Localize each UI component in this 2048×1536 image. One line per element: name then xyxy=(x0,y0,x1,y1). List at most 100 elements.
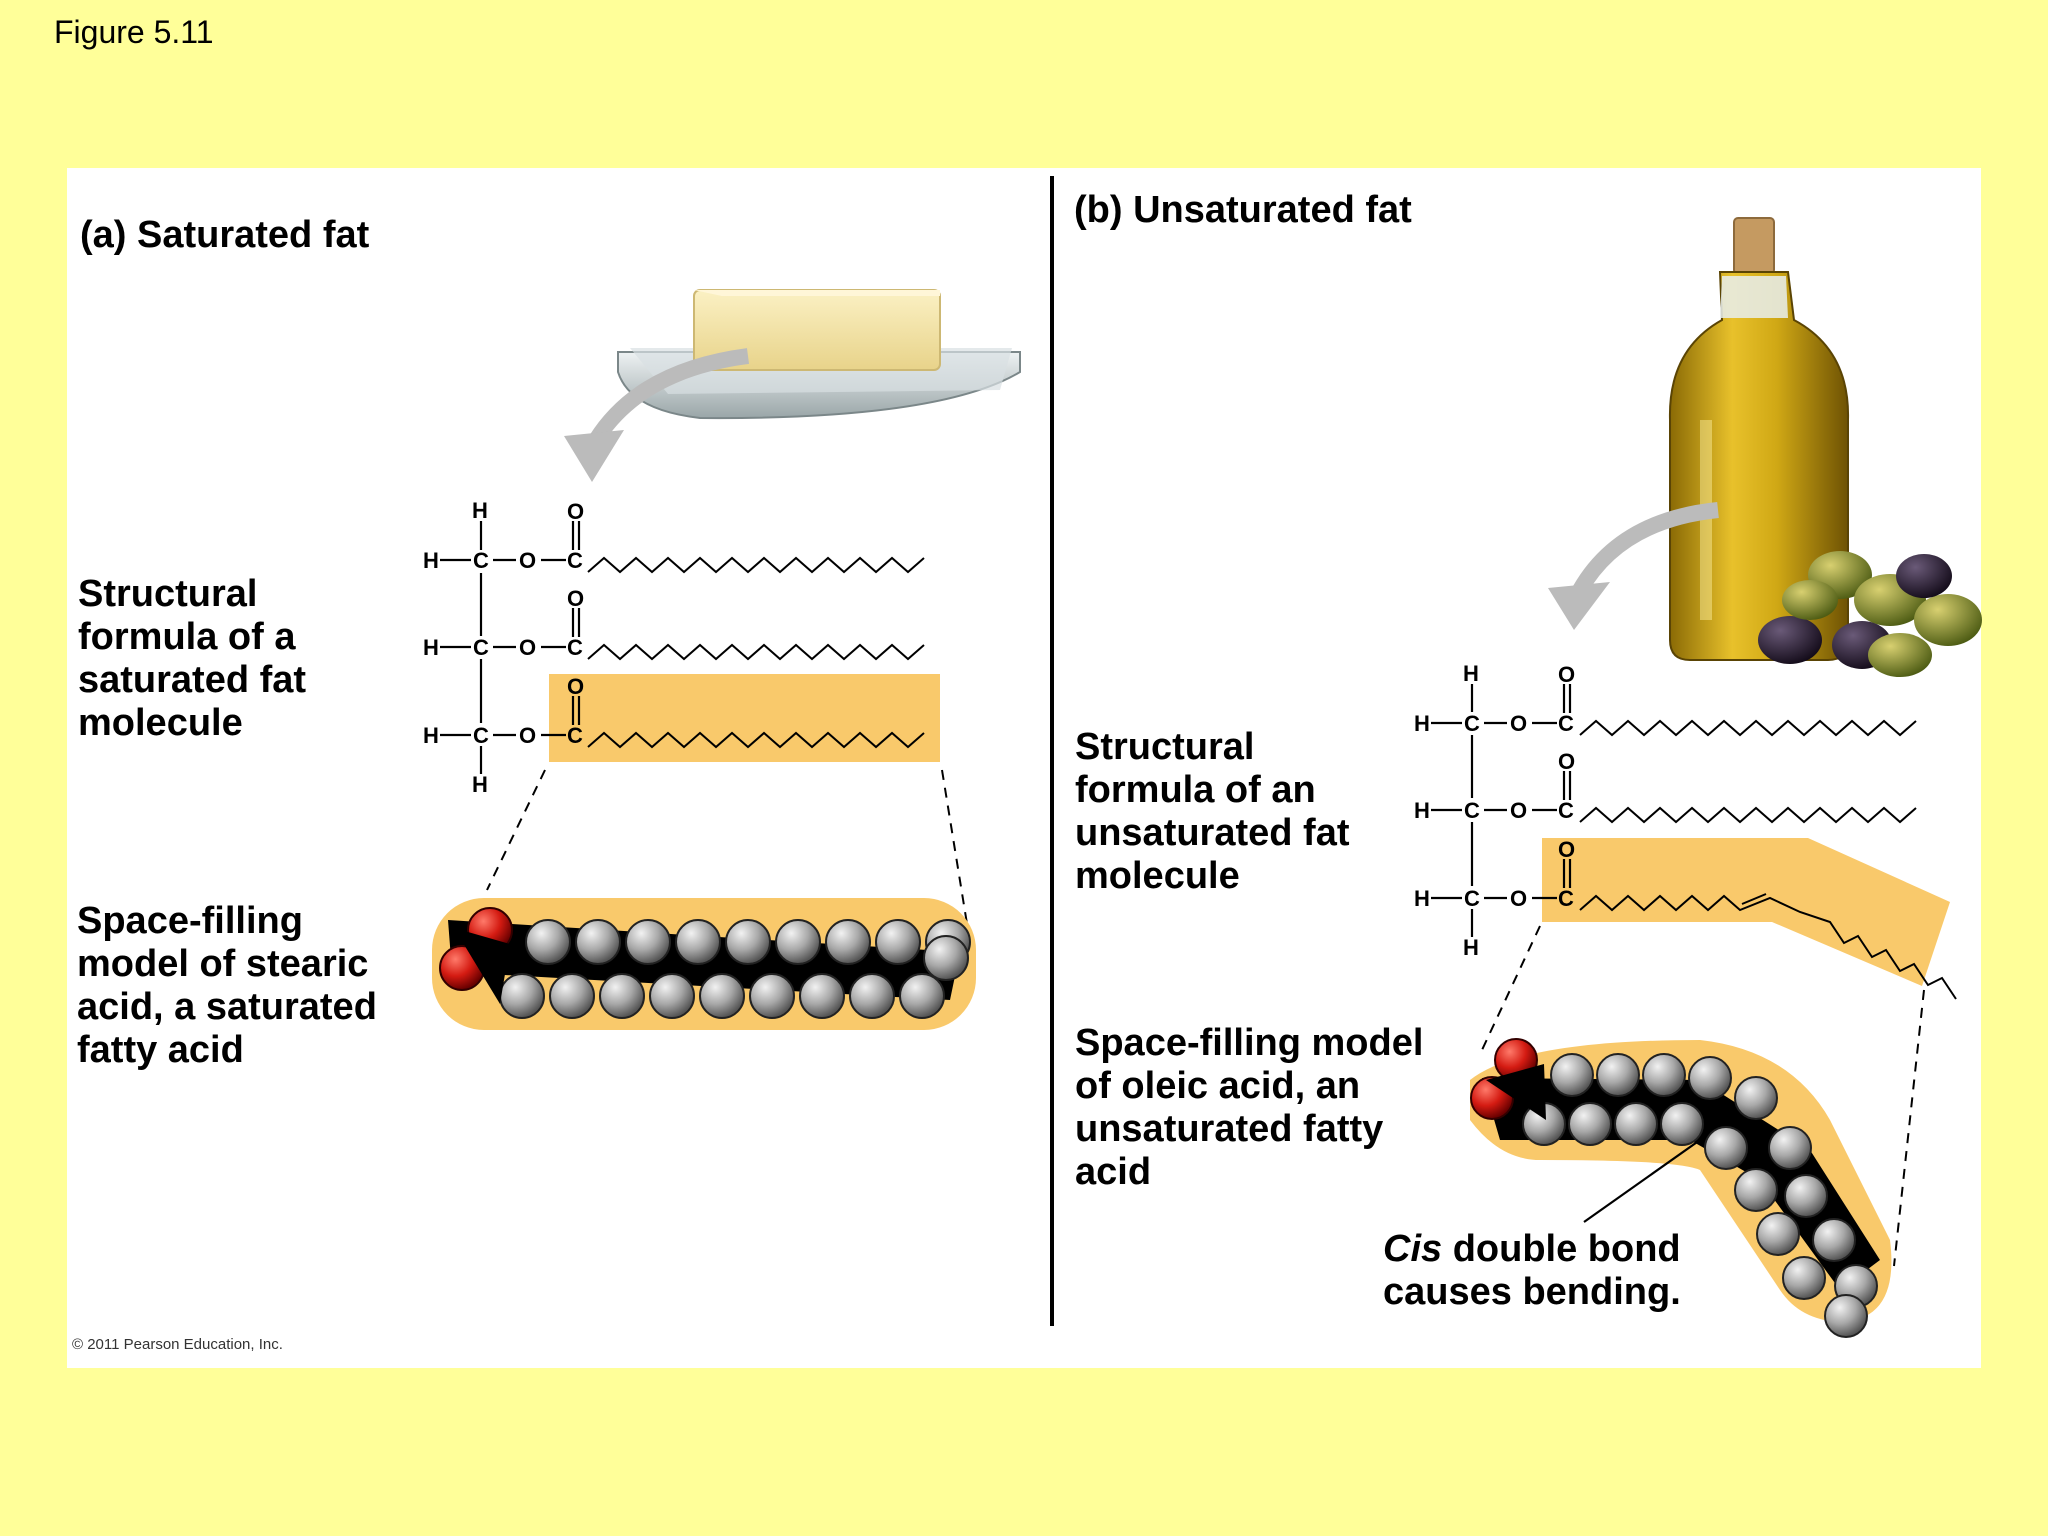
svg-text:O: O xyxy=(519,548,536,573)
carbon-atom xyxy=(575,919,621,965)
structural-label-a: Structural formula of a saturated fat mo… xyxy=(78,573,306,745)
structural-label-b-line: molecule xyxy=(1075,855,1240,897)
hydrocarbon-chains-b xyxy=(1579,719,1957,1000)
butter-dish-image xyxy=(617,289,1021,420)
svg-text:O: O xyxy=(1510,711,1527,736)
svg-text:C: C xyxy=(1558,711,1574,736)
carbon-atom xyxy=(1784,1174,1828,1218)
atom-labels-b: H H C O C O H C O C O H C O C O H xyxy=(1414,661,1575,960)
svg-text:H: H xyxy=(1463,661,1479,686)
svg-text:C: C xyxy=(1558,886,1574,911)
glycerol-backbone-b xyxy=(1431,684,1572,937)
svg-text:H: H xyxy=(423,548,439,573)
carbon-atom xyxy=(1550,1053,1594,1097)
carbon-atom xyxy=(849,973,895,1019)
cis-rest: double bond xyxy=(1442,1228,1681,1270)
svg-text:H: H xyxy=(472,772,488,797)
svg-text:O: O xyxy=(1558,662,1575,687)
fatty-acid-chain xyxy=(587,556,925,574)
structural-label-a-line: saturated fat xyxy=(78,659,307,701)
carbon-atom xyxy=(625,919,671,965)
svg-text:C: C xyxy=(473,548,489,573)
svg-text:C: C xyxy=(1464,886,1480,911)
glycerol-backbone-a xyxy=(440,521,581,774)
carbon-atom xyxy=(1704,1126,1748,1170)
fatty-acid-chain xyxy=(1579,719,1917,737)
carbon-atom xyxy=(875,919,921,965)
carbon-atom xyxy=(1568,1102,1612,1146)
carbon-atom xyxy=(1614,1102,1658,1146)
svg-text:C: C xyxy=(567,635,583,660)
svg-text:H: H xyxy=(1414,886,1430,911)
carbon-atom xyxy=(1824,1294,1868,1338)
fatty-acid-chain xyxy=(1579,806,1917,824)
carbon-atom xyxy=(549,973,595,1019)
spacefill-label-a-line: acid, a saturated xyxy=(77,986,377,1028)
fatty-acid-chain xyxy=(587,731,925,749)
carbon-atom xyxy=(1782,1256,1826,1300)
structural-label-a-line: formula of a xyxy=(78,616,296,658)
svg-text:C: C xyxy=(473,723,489,748)
carbon-atom xyxy=(1734,1076,1778,1120)
zoom-guides-a xyxy=(486,769,969,931)
svg-text:O: O xyxy=(1510,886,1527,911)
olive-oil-bottle-image xyxy=(1668,217,1850,661)
svg-text:O: O xyxy=(519,635,536,660)
kinked-fatty-acid-chain xyxy=(1579,894,1957,1000)
svg-text:O: O xyxy=(1510,798,1527,823)
spacefill-label-a-line: Space-filling xyxy=(77,900,303,942)
carbon-atom xyxy=(1596,1053,1640,1097)
carbon-atom xyxy=(725,919,771,965)
cis-note-line1: Cis double bond xyxy=(1383,1228,1681,1271)
svg-text:O: O xyxy=(567,499,584,524)
svg-text:C: C xyxy=(567,548,583,573)
cis-italic: Cis xyxy=(1383,1228,1443,1270)
panel-a-title: (a) Saturated fat xyxy=(80,214,370,256)
spacefill-label-b: Space-filling model of oleic acid, an un… xyxy=(1075,1022,1423,1194)
carbon-atom xyxy=(899,973,945,1019)
carbon-atom xyxy=(1660,1102,1704,1146)
carbon-atom xyxy=(749,973,795,1019)
atom-labels-a: H H C O C O H C O C O H C O C O H xyxy=(423,498,584,797)
spacefill-label-b-line: Space-filling model xyxy=(1075,1022,1424,1064)
zoom-guides-b xyxy=(1481,925,1925,1267)
oil-arrow xyxy=(1548,502,1719,630)
butter-arrow xyxy=(564,348,750,482)
panel-divider xyxy=(1050,176,1054,1326)
svg-text:H: H xyxy=(1414,711,1430,736)
svg-text:C: C xyxy=(1464,711,1480,736)
carbon-atom xyxy=(923,935,969,981)
carbon-atom xyxy=(775,919,821,965)
svg-text:H: H xyxy=(1463,935,1479,960)
spacefill-label-b-line: of oleic acid, an xyxy=(1075,1065,1361,1107)
carboxyl-group xyxy=(1486,1064,1546,1120)
structural-label-b-line: formula of an xyxy=(1075,769,1316,811)
svg-text:O: O xyxy=(567,586,584,611)
cis-note: Cis double bond causes bending. xyxy=(1383,1228,1681,1314)
spacefill-label-b-line: unsaturated fatty xyxy=(1075,1108,1384,1150)
svg-text:C: C xyxy=(567,723,583,748)
svg-text:H: H xyxy=(423,723,439,748)
carbon-atom xyxy=(525,919,571,965)
svg-text:C: C xyxy=(473,635,489,660)
cis-double-bond xyxy=(1741,893,1767,905)
panel-b-title: (b) Unsaturated fat xyxy=(1074,189,1412,231)
fatty-acid-chain xyxy=(587,643,925,661)
stearic-acid-spacefill xyxy=(439,907,971,1019)
carbon-atom xyxy=(1768,1126,1812,1170)
carbon-atom xyxy=(499,973,545,1019)
carbon-atom xyxy=(825,919,871,965)
figure-label: Figure 5.11 xyxy=(54,14,214,50)
cis-pointer-line xyxy=(1583,1139,1701,1223)
svg-text:H: H xyxy=(1414,798,1430,823)
oleic-acid-spacefill xyxy=(1470,1038,1880,1338)
carbon-atom xyxy=(599,973,645,1019)
olives-image xyxy=(1758,551,1982,677)
oleic-highlight xyxy=(1542,838,1950,986)
carbon-atom xyxy=(1812,1218,1856,1262)
spacefill-label-a-line: fatty acid xyxy=(77,1029,244,1071)
carbon-atom xyxy=(1734,1168,1778,1212)
structural-label-b: Structural formula of an unsaturated fat… xyxy=(1075,726,1349,898)
svg-text:H: H xyxy=(472,498,488,523)
